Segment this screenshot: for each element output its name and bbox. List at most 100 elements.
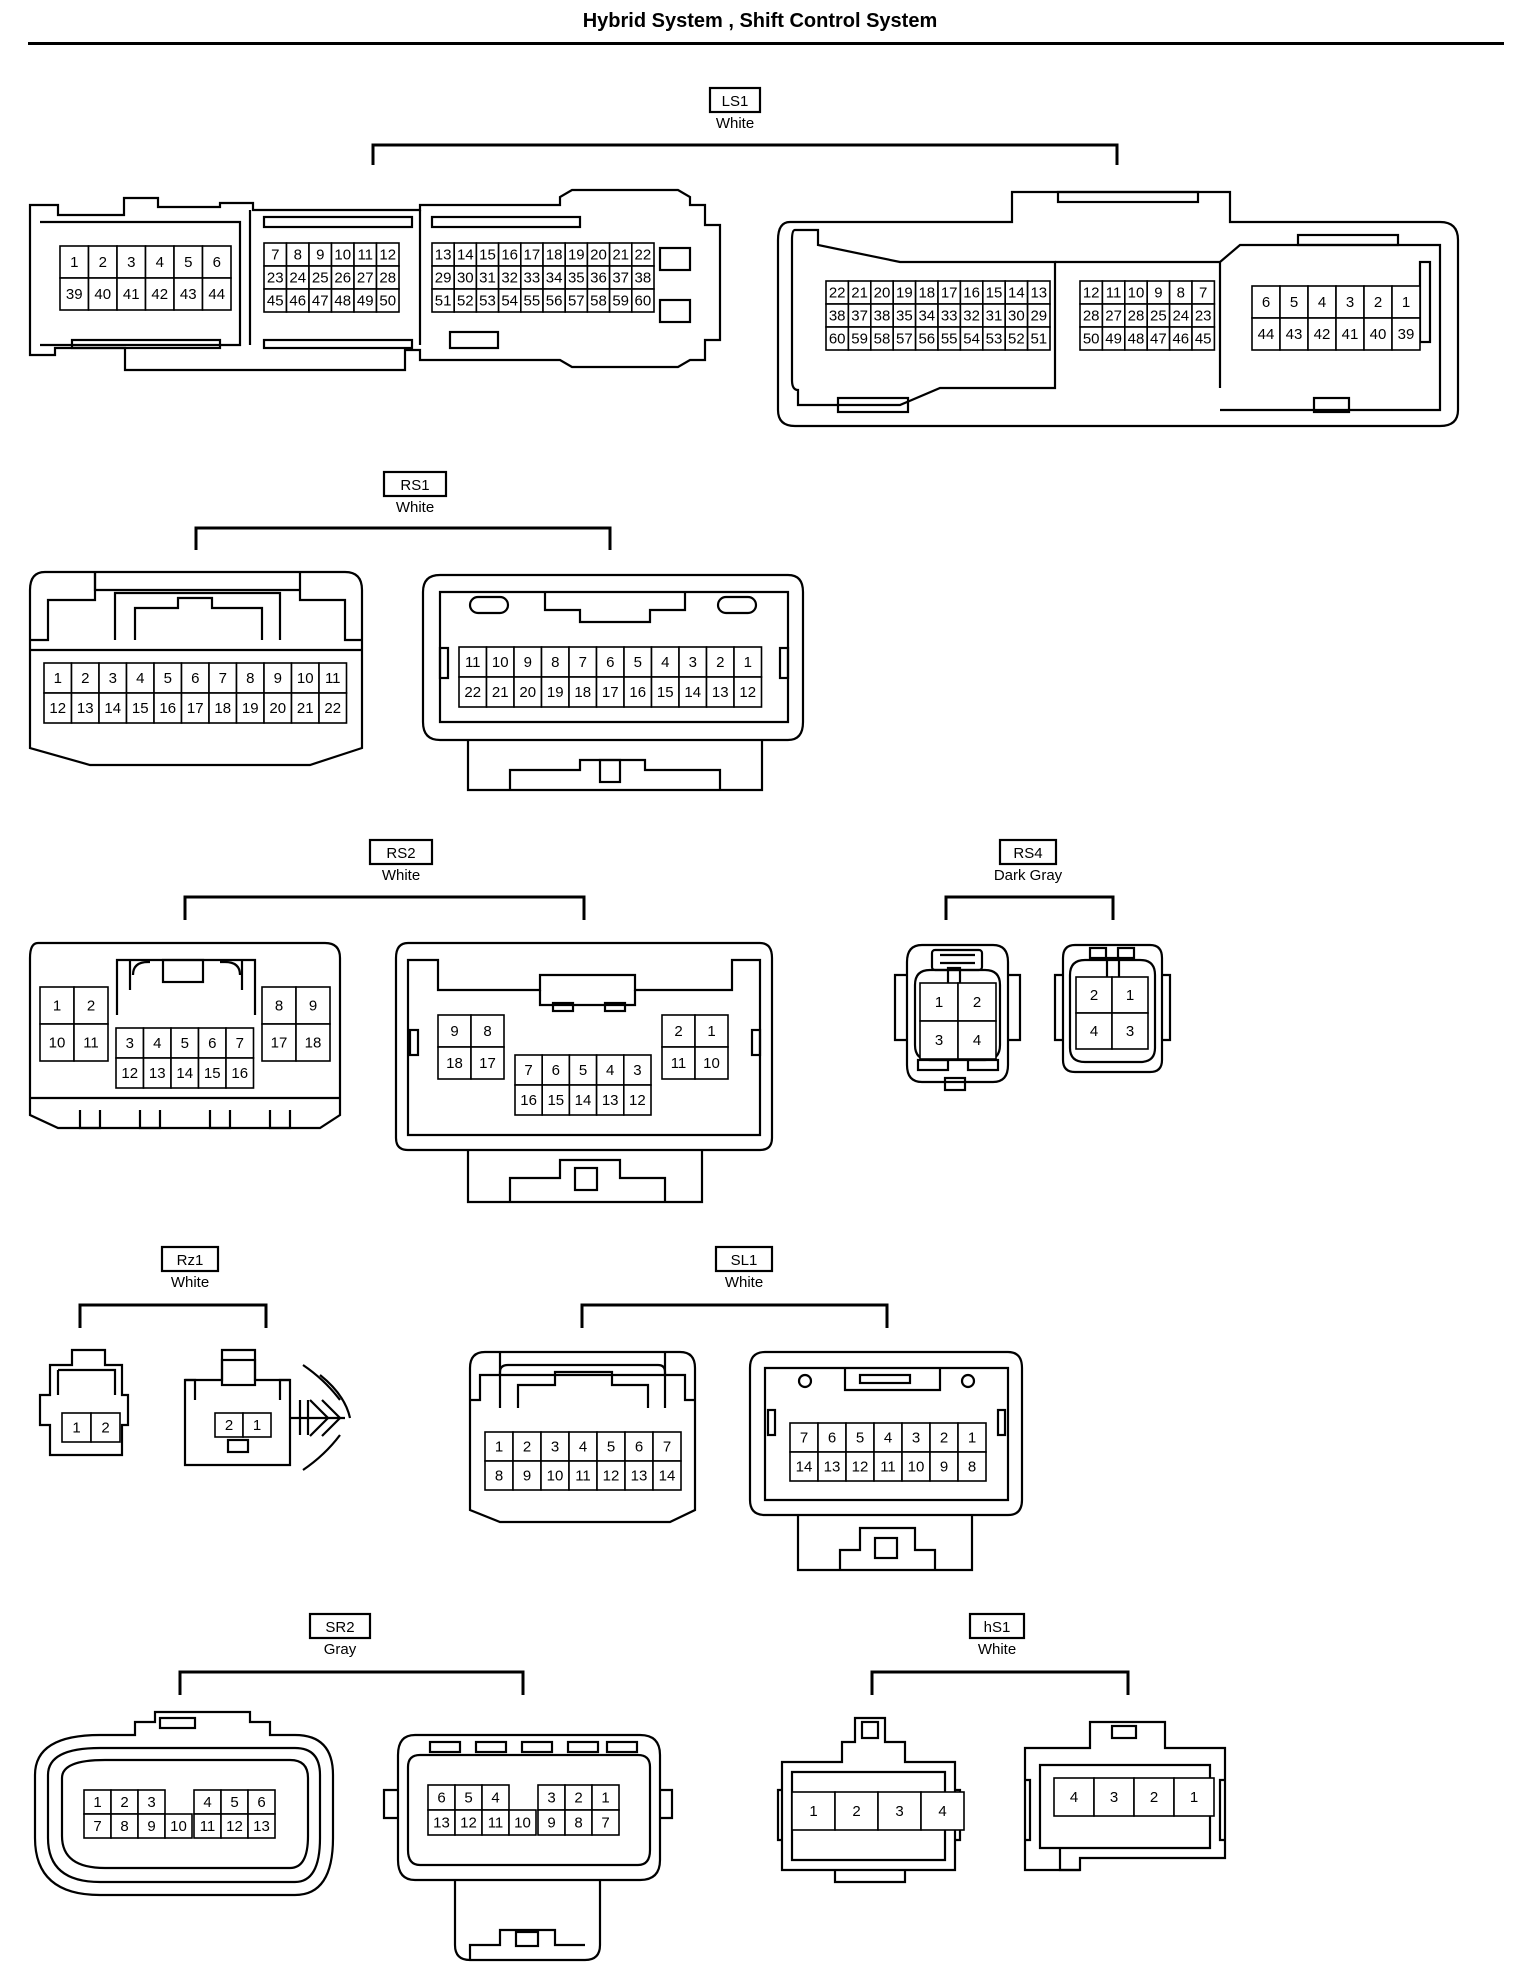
pin-number: 23 (267, 270, 284, 287)
pin-number: 13 (253, 1818, 270, 1835)
pin-number: 8 (294, 247, 302, 264)
connector-id-rz1: Rz1 (177, 1252, 204, 1269)
pin-number: 53 (986, 331, 1003, 348)
pin-number: 38 (829, 308, 846, 325)
pin-number: 4 (1090, 1023, 1098, 1040)
pin-number: 10 (170, 1818, 187, 1835)
pin-cell-sl1 (929, 1451, 959, 1482)
pin-number: 25 (1150, 308, 1167, 325)
pin-cell-ls1 (87, 245, 118, 279)
pin-cell-sl1 (624, 1460, 654, 1491)
pin-number: 19 (568, 247, 585, 264)
pin-cell-ls1 (144, 245, 175, 279)
pin-number: 23 (1195, 308, 1212, 325)
pin-number: 9 (147, 1818, 155, 1835)
pin-number: 3 (1346, 294, 1354, 311)
pin-number: 15 (132, 700, 149, 717)
pin-cell-ls1 (630, 288, 655, 313)
pin-number: 4 (579, 1439, 587, 1456)
pin-number: 2 (1150, 1789, 1158, 1806)
pin-number: 11 (83, 1035, 99, 1052)
pin-number: 9 (524, 654, 532, 671)
pin-number: 9 (523, 1468, 531, 1485)
pin-cell-rs1 (540, 676, 570, 708)
pin-number: 5 (579, 1062, 587, 1079)
pin-cell-sr2 (137, 1789, 166, 1815)
pin-cell-ls1 (375, 288, 400, 313)
pin-cell-sl1 (512, 1460, 542, 1491)
pin-number: 17 (602, 684, 619, 701)
connector-id-rs4: RS4 (1013, 845, 1042, 862)
pin-cell-ls1 (116, 245, 147, 279)
pin-number: 47 (1150, 331, 1167, 348)
pin-cell-ls1 (1363, 317, 1393, 351)
pin-number: 28 (1128, 308, 1145, 325)
pin-number: 13 (77, 700, 94, 717)
pin-number: 50 (1083, 331, 1100, 348)
pin-number: 3 (127, 254, 135, 271)
pin-number: 4 (1318, 294, 1326, 311)
pin-number: 9 (450, 1023, 458, 1040)
pin-number: 10 (334, 247, 351, 264)
pin-number: 49 (357, 293, 374, 310)
pin-cell-sl1 (957, 1451, 987, 1482)
pin-cell-rs2 (115, 1057, 145, 1089)
pin-number: 14 (457, 247, 474, 264)
pin-number: 3 (126, 1035, 134, 1052)
pin-number: 2 (940, 1430, 948, 1447)
pin-number: 12 (603, 1468, 620, 1485)
pin-cell-sr2 (508, 1809, 537, 1836)
pin-cell-rs2 (39, 986, 75, 1025)
pin-number: 13 (602, 1092, 619, 1109)
pin-number: 4 (973, 1032, 981, 1049)
pin-number: 11 (488, 1815, 504, 1832)
pin-cell-rs2 (261, 986, 297, 1025)
pin-number: 48 (334, 293, 351, 310)
pin-cell-rs1 (568, 676, 598, 708)
pin-cell-rs1 (235, 692, 265, 724)
pin-number: 9 (1154, 285, 1162, 302)
pin-cell-rs2 (595, 1054, 625, 1086)
pin-number: 5 (181, 1035, 189, 1052)
pin-number: 36 (590, 270, 607, 287)
pin-number: 1 (93, 1794, 101, 1811)
pin-number: 7 (93, 1818, 101, 1835)
pin-number: 21 (492, 684, 509, 701)
pin-number: 4 (938, 1803, 946, 1820)
rs2-left-connector-body (28, 941, 342, 1130)
pin-cell-ls1 (59, 277, 90, 311)
pin-cell-sr2 (427, 1809, 456, 1836)
pin-number: 7 (663, 1439, 671, 1456)
pin-cell-rs2 (39, 1023, 75, 1062)
pin-number: 51 (435, 293, 452, 310)
rs2-right-connector-body (394, 941, 774, 1204)
pin-number: 21 (851, 285, 868, 302)
pin-number: 48 (1128, 331, 1145, 348)
pin-number: 24 (289, 270, 306, 287)
connector-color-ls1: White (716, 115, 754, 132)
pin-number: 2 (120, 1794, 128, 1811)
pin-number: 7 (219, 670, 227, 687)
pin-number: 16 (629, 684, 646, 701)
pin-number: 52 (1008, 331, 1025, 348)
pin-cell-ls1 (1335, 285, 1365, 319)
connector-color-hs1: White (978, 1641, 1016, 1658)
pin-number: 19 (547, 684, 564, 701)
pin-number: 2 (87, 998, 95, 1015)
connector-id-rs1: RS1 (400, 477, 429, 494)
pin-number: 13 (824, 1459, 841, 1476)
pin-number: 29 (1030, 308, 1047, 325)
pin-number: 16 (520, 1092, 537, 1109)
page-title: Hybrid System , Shift Control System (582, 10, 938, 32)
pin-number: 15 (657, 684, 674, 701)
pin-number: 2 (674, 1023, 682, 1040)
pin-number: 15 (547, 1092, 564, 1109)
pin-number: 1 (70, 254, 78, 271)
pin-number: 7 (601, 1815, 609, 1832)
pin-cell-rs1 (485, 676, 515, 708)
pin-cell-ls1 (144, 277, 175, 311)
pin-number: 3 (109, 670, 117, 687)
pin-number: 18 (305, 1035, 322, 1052)
